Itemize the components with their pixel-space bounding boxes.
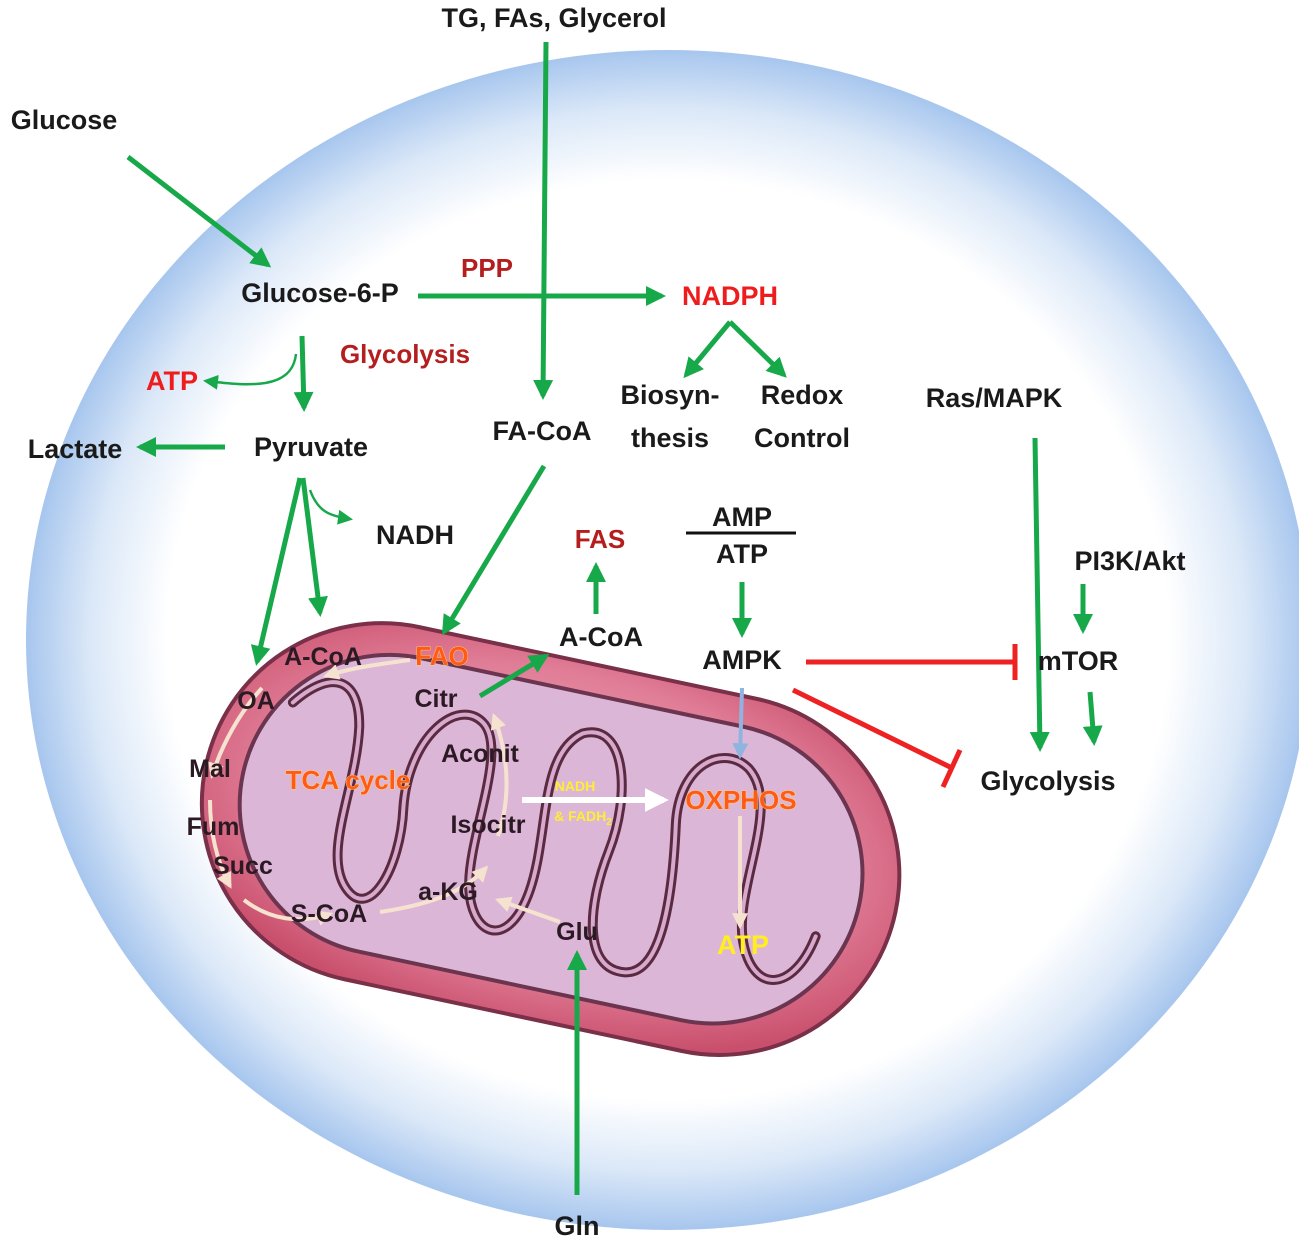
label-a-kg: a-KG [418,878,478,906]
label-citr: Citr [414,685,457,713]
label-fadh2-subscript: 2 [606,817,612,828]
label-pi3k-akt: PI3K/Akt [1074,546,1185,576]
label-redox-line1: Redox [761,380,844,410]
label-succ: Succ [213,852,273,880]
label-glucose-6-p: Glucose-6-P [241,278,399,308]
label-fadh2-text: & FADH [554,808,606,824]
label-glucose: Glucose [11,105,118,135]
tca-cycle-arrow-a [322,658,411,680]
arrow-facoa-to-fao [441,464,547,636]
arrow-pyruvate-to-acoa-2 [300,477,328,617]
label-nadph: NADPH [682,281,778,311]
label-mtor: mTOR [1038,646,1119,676]
label-mal: Mal [189,755,231,783]
label-fadh2: & FADH2 [554,808,612,828]
label-nadh: NADH [376,520,454,550]
label-lactate: Lactate [28,434,123,464]
tca-cycle-arrow-d [242,898,334,926]
arrow-g6p-to-pyruvate [293,335,314,412]
arrow-ras-to-glycolysis [1029,437,1050,752]
arrow-glucose-to-g6p [126,155,272,268]
inhibit-ampk-glycolysis [791,687,954,771]
label-atp-ratio: ATP [716,539,768,569]
arrow-mtor-to-glycolysis [1082,691,1103,746]
label-fao: FAO [415,641,468,671]
label-biosynthesis-line1: Biosyn- [620,380,719,410]
arrow-citr-to-acoa [478,653,550,699]
label-isocitr: Isocitr [450,811,525,839]
label-glycolysis-top: Glycolysis [340,339,470,369]
label-fum: Fum [187,813,240,841]
tca-cycle-arrow-c [208,799,232,889]
label-oa: OA [237,687,275,715]
arrow-to-atp [203,353,298,390]
mitochondrion [199,621,902,1057]
label-ampk: AMPK [702,645,782,675]
label-pyruvate: Pyruvate [254,432,368,462]
label-amp: AMP [712,502,772,532]
label-ppp: PPP [461,253,513,283]
label-aconit: Aconit [441,740,519,768]
tca-cycle-arrow-e [379,865,489,914]
arrow-ampk-to-oxphos [732,687,749,760]
tca-cycle-arrow-b [208,686,264,780]
label-atp-yellow: ATP [717,930,769,960]
label-tg-fas-glycerol: TG, FAs, Glycerol [441,3,666,33]
label-glycolysis-right: Glycolysis [980,766,1115,796]
arrow-nadph-to-biosynthesis [683,320,732,379]
label-mito-a-coa: A-CoA [284,643,362,671]
label-atp-red: ATP [146,366,198,396]
arrow-pyruvate-to-nadh [308,489,353,525]
arrow-glu-to-akg [494,896,561,924]
label-redox-line2: Control [754,423,850,453]
label-s-coa: S-CoA [291,900,367,928]
label-fa-coa: FA-CoA [493,416,592,446]
label-a-coa-cytosol: A-CoA [559,622,643,652]
label-biosynthesis-line2: thesis [631,423,709,453]
label-oxphos: OXPHOS [685,785,796,815]
label-fas: FAS [575,524,626,554]
label-gln: Gln [555,1211,600,1241]
label-nadh-mito: NADH [555,778,595,794]
arrow-pyruvate-to-acoa-1 [250,477,303,666]
label-ras-mapk: Ras/MAPK [926,383,1063,413]
inhibit-bar-glycolysis [940,748,963,789]
tca-cycle-arrow-f [490,712,509,837]
label-tca-cycle: TCA cycle [286,765,411,795]
label-glu: Glu [556,918,598,946]
arrow-nadph-to-redox [728,320,787,378]
arrow-tg-to-facoa [533,41,554,400]
